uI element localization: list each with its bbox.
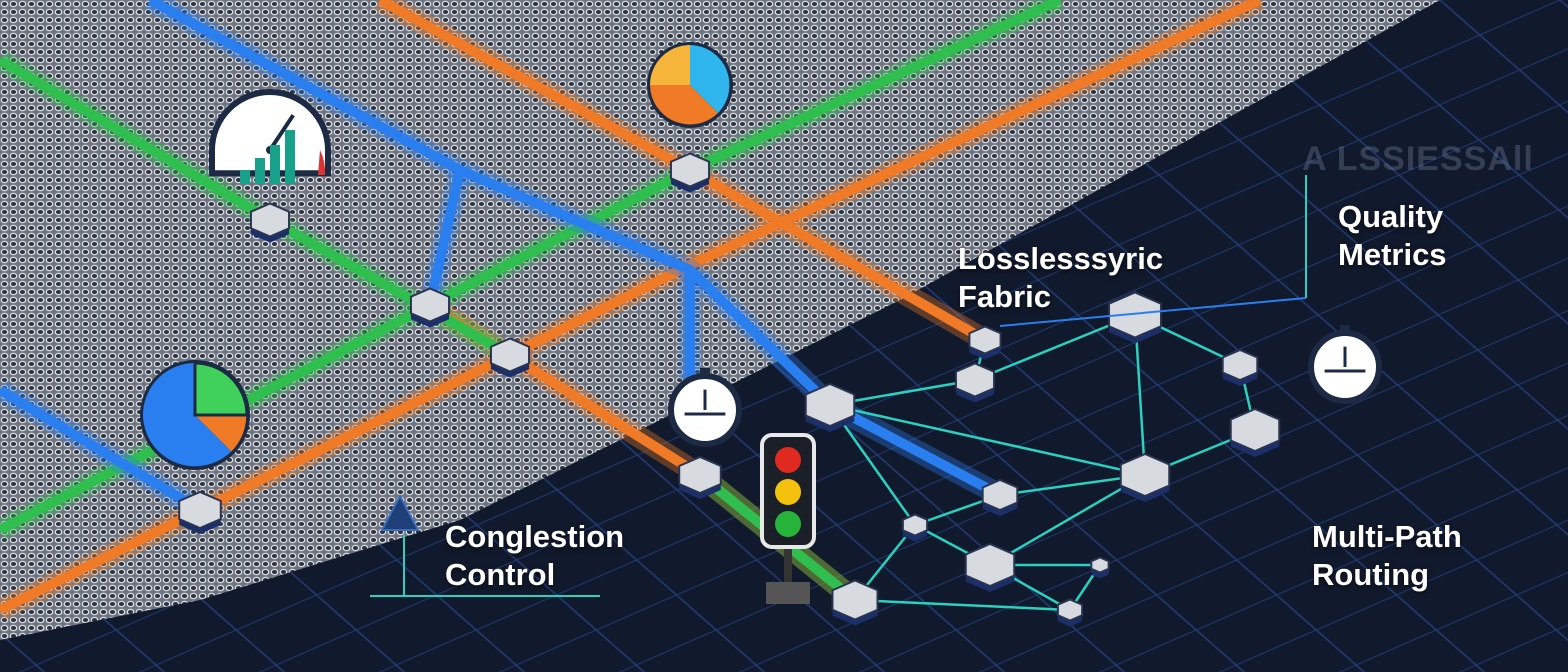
node-top [409, 287, 451, 323]
traffic-light-icon [760, 433, 816, 604]
speedometer-icon [209, 89, 331, 184]
node-top [1108, 291, 1162, 339]
network-node [968, 325, 1002, 360]
network-node [249, 202, 291, 243]
watch-crown [1340, 325, 1350, 333]
routing-path [829, 403, 1146, 477]
node-top [249, 202, 291, 238]
node-top [1056, 598, 1084, 622]
warning-triangle [380, 493, 420, 531]
network-node [1221, 348, 1259, 386]
network-node [954, 362, 996, 403]
label-line: Conglestion [445, 519, 625, 554]
node-top [804, 382, 856, 428]
watch-crown [700, 368, 710, 376]
red-zone [318, 150, 326, 175]
network-node [178, 490, 222, 534]
pole [784, 540, 792, 585]
label-line: Losslesssyric [958, 241, 1164, 276]
network-node [678, 455, 722, 499]
network-node [831, 579, 879, 626]
node-top [1119, 452, 1171, 498]
node-top [1090, 556, 1110, 574]
pie-slice [650, 45, 690, 85]
congestion-control-label: Conglestion Control [445, 518, 624, 594]
pie-slice [690, 45, 730, 113]
callout-line [999, 297, 1307, 327]
label-line: Multi-Path [1312, 519, 1462, 554]
node-top [968, 325, 1002, 355]
light [775, 479, 801, 505]
watermark-text: A LSSIESSAll [1302, 140, 1534, 178]
quality-metrics-label: Quality Metrics [1338, 198, 1447, 274]
label-line: Routing [1312, 557, 1430, 592]
node-top [831, 579, 879, 621]
node-top [981, 478, 1019, 512]
label-line: Metrics [1338, 237, 1447, 272]
blue-link [0, 385, 203, 515]
warning-icon [370, 493, 600, 597]
network-node [804, 382, 856, 432]
pie-slice [193, 361, 249, 417]
routing-path [989, 473, 1146, 567]
node-top [669, 152, 711, 188]
stopwatch-icon [668, 368, 742, 447]
network-node [1119, 452, 1171, 502]
label-line: Fabric [958, 279, 1052, 314]
pie-slice [143, 415, 232, 467]
network-node [1108, 291, 1162, 344]
node-top [1221, 348, 1259, 382]
node-top [954, 362, 996, 398]
bar [240, 170, 250, 184]
node-top [901, 513, 929, 537]
node-top [678, 455, 722, 495]
node-top [964, 542, 1016, 588]
label-line: Control [445, 557, 556, 592]
mesh-fabric [0, 0, 1440, 640]
bar [255, 158, 265, 184]
network-node [669, 152, 711, 193]
network-node [901, 513, 929, 542]
network-node [1090, 556, 1110, 579]
blue-link [425, 168, 465, 307]
gauge-body [209, 89, 331, 177]
network-node [1229, 407, 1281, 457]
pie-slice [143, 363, 195, 415]
network-node [964, 542, 1016, 592]
pie-slice [650, 85, 718, 125]
bar [285, 130, 295, 184]
network-node [409, 287, 451, 328]
base [766, 582, 810, 604]
node-top [489, 337, 531, 373]
routing-path [854, 598, 1071, 612]
network-node [489, 337, 531, 378]
multi-path-routing-label: Multi-Path Routing [1312, 518, 1462, 594]
light [775, 511, 801, 537]
node-top [1229, 407, 1281, 453]
light [775, 447, 801, 473]
stopwatch-icon [1308, 325, 1382, 404]
lossless-fabric-label: Losslesssyric Fabric [958, 240, 1163, 316]
label-line: Quality [1338, 199, 1444, 234]
pie-chart-icon [647, 42, 733, 128]
network-node [1056, 598, 1084, 627]
gauge-needle [268, 114, 295, 152]
bar [270, 145, 280, 184]
network-node [981, 478, 1019, 516]
node-top [178, 490, 222, 530]
